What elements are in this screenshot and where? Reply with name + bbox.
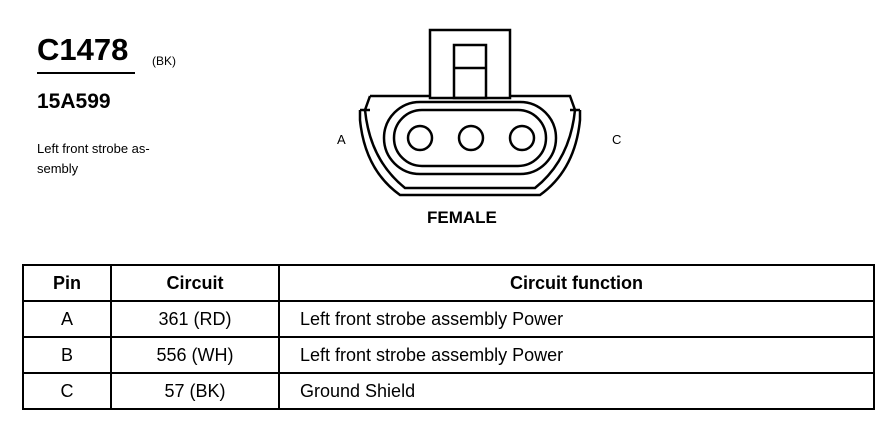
table-row: A 361 (RD) Left front strobe assembly Po… [22, 300, 875, 338]
cell-pin: B [22, 336, 112, 374]
header-circuit: Circuit [110, 264, 280, 302]
header-circuit-function: Circuit function [278, 264, 875, 302]
description-line-2: sembly [37, 161, 79, 176]
connector-face-diagram [358, 28, 582, 197]
cell-pin: C [22, 372, 112, 410]
connector-id: C1478 [37, 32, 129, 67]
cell-circuit: 57 (BK) [110, 372, 280, 410]
connector-color-code: (BK) [152, 54, 176, 68]
cell-circuit: 361 (RD) [110, 300, 280, 338]
pin-label-c: C [612, 132, 622, 147]
cell-function: Ground Shield [278, 372, 875, 410]
cell-pin: A [22, 300, 112, 338]
pin-table: Pin Circuit Circuit function A 361 (RD) … [22, 264, 875, 410]
connector-id-underline [37, 72, 135, 74]
cell-circuit: 556 (WH) [110, 336, 280, 374]
pin-cavity-c [508, 124, 536, 152]
locking-tab [428, 28, 512, 100]
pin-label-a: A [337, 132, 346, 147]
header-pin: Pin [22, 264, 112, 302]
pin-cavity-b [457, 124, 485, 152]
table-header-row: Pin Circuit Circuit function [22, 264, 875, 302]
connector-description: Left front strobe as- sembly [37, 139, 197, 179]
cell-function: Left front strobe assembly Power [278, 300, 875, 338]
table-row: B 556 (WH) Left front strobe assembly Po… [22, 336, 875, 374]
cell-function: Left front strobe assembly Power [278, 336, 875, 374]
part-number: 15A599 [37, 90, 111, 113]
description-line-1: Left front strobe as- [37, 141, 150, 156]
pin-cavity-a [406, 124, 434, 152]
connector-housing [358, 94, 582, 197]
table-row: C 57 (BK) Ground Shield [22, 372, 875, 410]
connector-gender: FEMALE [427, 208, 497, 227]
